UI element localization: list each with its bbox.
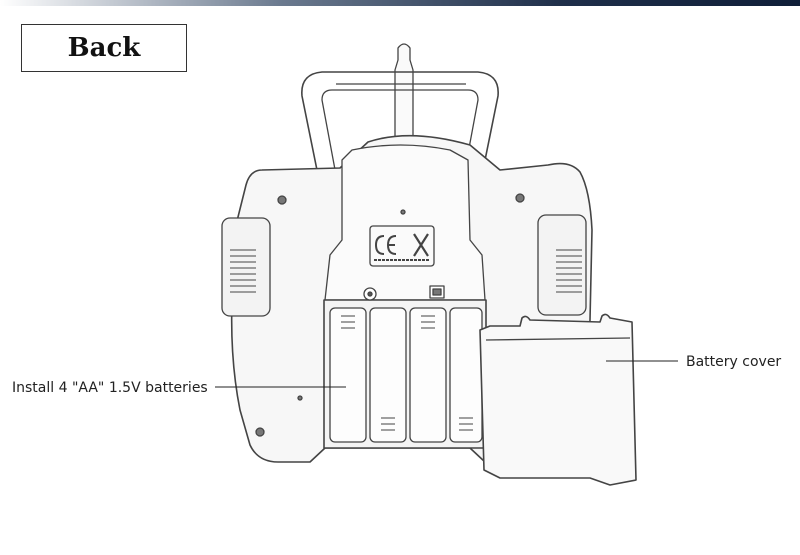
antenna-shape (394, 43, 414, 141)
battery-slots (329, 307, 483, 443)
ce-mark-plate (369, 225, 435, 267)
battery-cover-shape (479, 313, 637, 486)
left-grip-shape (221, 217, 271, 317)
battery-cover-callout-label: Battery cover (686, 354, 782, 370)
page-title: Back (21, 24, 187, 72)
batteries-callout-label: Install 4 "AA" 1.5V batteries (12, 380, 208, 396)
carry-handle-shape (301, 71, 499, 176)
header-accent-bar (0, 0, 800, 6)
